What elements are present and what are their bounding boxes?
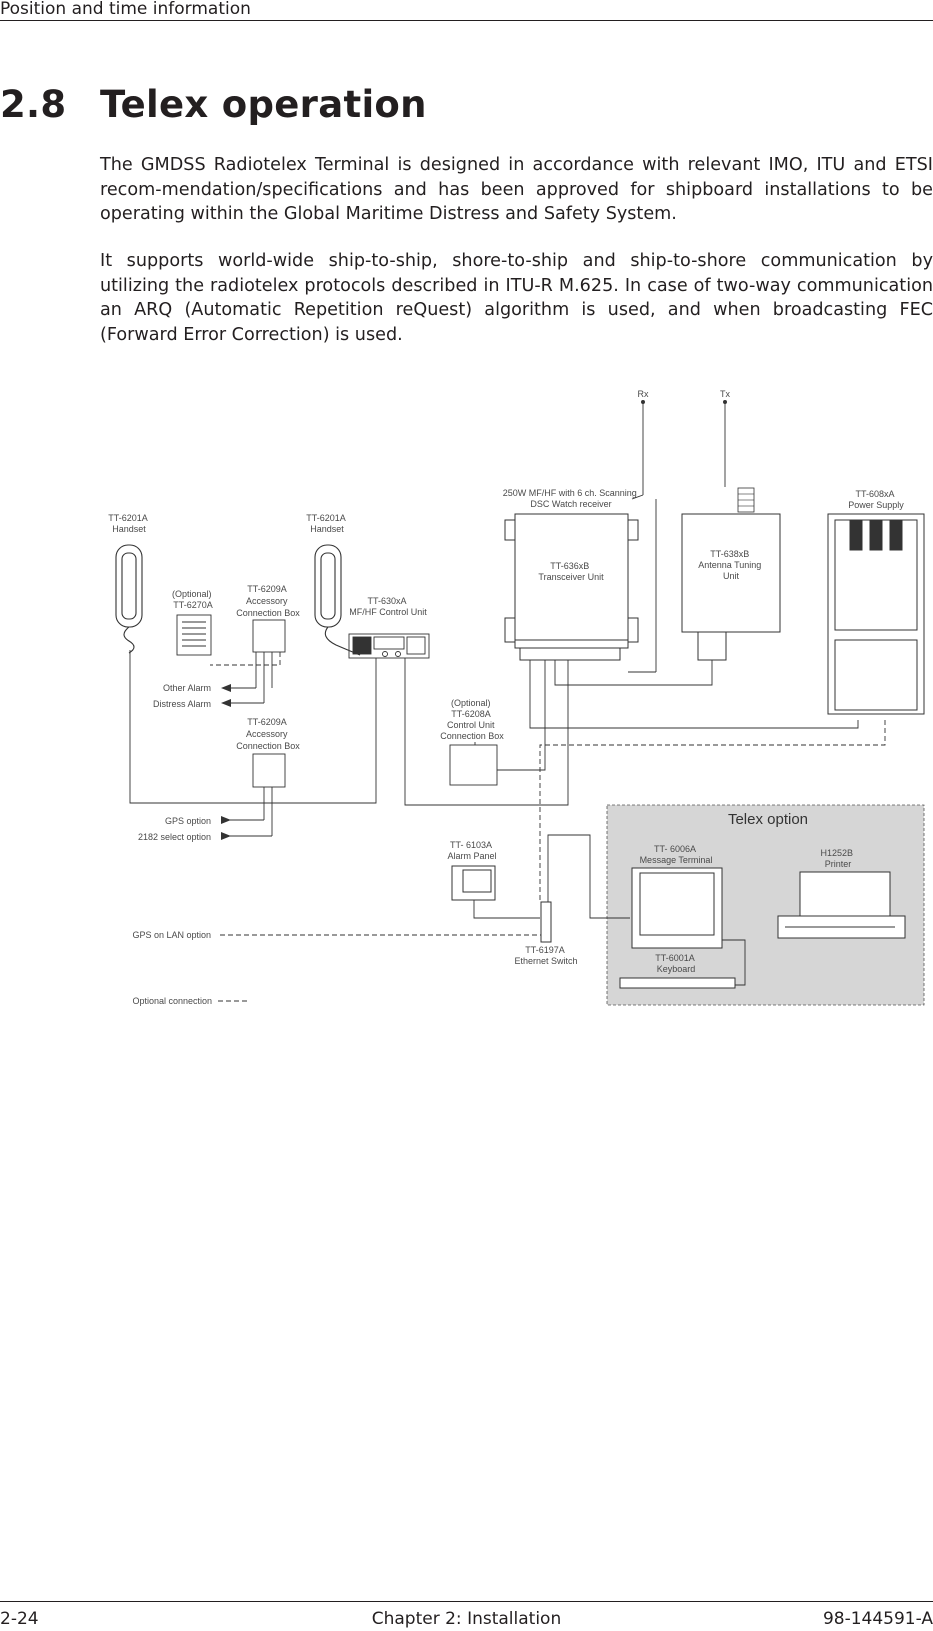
control-box-label: (Optional) TT-6208A Control Unit Connect…	[440, 698, 504, 741]
connection-lines	[129, 402, 859, 986]
ethernet-switch-label: TT-6197A Ethernet Switch	[514, 945, 577, 966]
control-box-icon	[449, 744, 498, 786]
page-number: 2-24	[0, 1609, 39, 1629]
signal-arrows	[221, 684, 231, 840]
distress-alarm-label: Distress Alarm	[153, 699, 211, 709]
section-number: 2.8	[0, 83, 67, 126]
running-header: Position and time information	[0, 0, 933, 21]
gps-option-label: GPS option	[165, 816, 211, 826]
telex-system-diagram: Rx Tx 250W MF/HF with 6 ch. Scanning DSC…	[108, 389, 925, 1006]
printer-label: H1252B Printer	[820, 848, 855, 869]
accessory-box-bottom-icon	[252, 753, 286, 788]
intro-paragraph: The GMDSS Radiotelex Terminal is designe…	[100, 155, 933, 224]
page-footer: 2-24 Chapter 2: Installation 98-144591-A	[0, 1601, 933, 1631]
printer-icon	[777, 871, 906, 939]
loudspeaker-icon	[176, 614, 212, 656]
ethernet-switch-icon	[540, 901, 552, 943]
chapter-title: Chapter 2: Installation	[371, 1609, 562, 1629]
protocol-paragraph: It supports world-wide ship-to-ship, sho…	[100, 251, 933, 345]
antenna-symbols	[641, 400, 755, 513]
accessory-box-top-label: TT-6209A Accessory Connection Box	[236, 584, 300, 618]
transceiver-label: TT-636xB Transceiver Unit	[538, 561, 604, 582]
rx-label: Rx	[638, 389, 649, 399]
document-number: 98-144591-A	[822, 1609, 933, 1629]
power-supply-label: TT-608xA Power Supply	[848, 489, 904, 510]
optional-6270-label: (Optional) TT-6270A	[172, 589, 214, 610]
gps-lan-label: GPS on LAN option	[132, 930, 211, 940]
transceiver-unit-icon	[504, 513, 639, 661]
optional-connection-label: Optional connection	[132, 996, 212, 1006]
alarm-panel-label: TT- 6103A Alarm Panel	[447, 840, 496, 861]
select-2182-label: 2182 select option	[138, 832, 211, 842]
section-heading: 2.8 Telex operation	[0, 82, 427, 128]
tx-label: Tx	[720, 389, 730, 399]
other-alarm-label: Other Alarm	[163, 683, 211, 693]
accessory-box-bottom-label: TT-6209A Accessory Connection Box	[236, 717, 300, 751]
alarm-panel-icon	[451, 865, 496, 901]
antenna-tuning-unit-icon	[681, 513, 781, 661]
handset-left-icon	[115, 544, 143, 654]
power-supply-icon	[827, 513, 925, 715]
handset-right-label: TT-6201A Handset	[306, 513, 348, 534]
telex-option-label: Telex option	[728, 811, 808, 828]
antenna-tuning-label: TT-638xB Antenna Tuning Unit	[698, 549, 764, 581]
handset-left-label: TT-6201A Handset	[108, 513, 150, 534]
receiver-note-label: 250W MF/HF with 6 ch. Scanning DSC Watch…	[503, 488, 640, 509]
accessory-box-top-icon	[252, 619, 286, 653]
control-unit-icon	[348, 633, 430, 659]
section-title: Telex operation	[100, 83, 427, 126]
message-terminal-icon	[631, 867, 723, 949]
control-unit-label: TT-630xA MF/HF Control Unit	[349, 596, 427, 617]
keyboard-label: TT-6001A Keyboard	[655, 953, 697, 974]
keyboard-icon	[619, 977, 736, 989]
message-terminal-label: TT- 6006A Message Terminal	[640, 844, 713, 865]
